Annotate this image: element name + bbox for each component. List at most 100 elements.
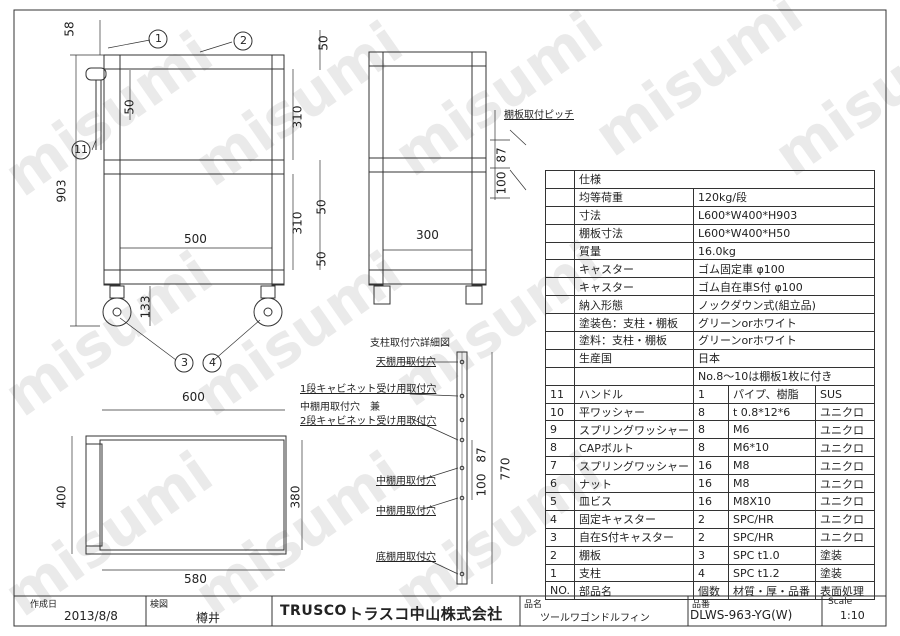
spec-note: No.8～10は棚板1枚に付き <box>693 366 875 386</box>
header-material: 材質・厚・品番 <box>728 581 816 601</box>
spec-label: 納入形態 <box>574 295 694 315</box>
spec-cell-blank <box>545 348 575 368</box>
balloon-11-label: 11 <box>74 143 88 156</box>
spec-value: 120kg/段 <box>693 187 875 207</box>
header-surface: 表面処理 <box>815 581 875 601</box>
side-view <box>368 51 527 305</box>
spec-value: L600*W400*H903 <box>693 205 875 225</box>
label-mid-hole-b: 中棚用取付穴 <box>376 506 436 517</box>
balloon-2-label: 2 <box>240 34 247 47</box>
dim-pitch-100-post: 100 <box>474 473 489 497</box>
dim-pitch-87-side: 87 <box>494 147 509 163</box>
top-view <box>71 409 303 571</box>
part-material: M8 <box>728 474 816 494</box>
table-row: 塗装色：支柱・棚板グリーンorホワイト <box>545 313 875 333</box>
label-post-detail: 支柱取付穴詳細図 <box>370 338 450 349</box>
part-surface: ユニクロ <box>815 492 875 511</box>
spec-cell-blank <box>545 366 575 386</box>
table-row: 塗料：支柱・棚板グリーンorホワイト <box>545 331 875 350</box>
part-qty: 16 <box>693 456 729 476</box>
spec-label: 均等荷重 <box>574 187 694 207</box>
dim-total-height: 903 <box>54 179 69 203</box>
part-surface: ユニクロ <box>815 527 875 547</box>
header-name: 部品名 <box>574 581 694 601</box>
part-name: 棚板 <box>574 545 694 565</box>
part-qty: 8 <box>693 438 729 458</box>
part-material: SPC t1.2 <box>728 563 816 583</box>
dim-post-height: 770 <box>498 457 513 481</box>
spec-value: 日本 <box>693 348 875 368</box>
part-material: M6*10 <box>728 438 816 458</box>
part-qty: 1 <box>693 384 729 404</box>
dim-caster-height: 133 <box>138 295 153 319</box>
spec-label: 生産国 <box>574 348 694 368</box>
part-material: SPC/HR <box>728 527 816 547</box>
part-qty: 16 <box>693 492 729 511</box>
dim-gap-left-top: 50 <box>122 99 137 115</box>
part-qty: 8 <box>693 402 729 422</box>
part-surface: 塗装 <box>815 545 875 565</box>
product-name: ツールワゴンドルフィン <box>540 613 650 624</box>
table-row: 仕様 <box>545 170 875 189</box>
part-no: 3 <box>545 527 575 547</box>
part-material: t 0.8*12*6 <box>728 402 816 422</box>
part-surface: SUS <box>815 384 875 404</box>
table-row: キャスターゴム自在車S付 φ100 <box>545 277 875 297</box>
label-bottom-hole: 底棚用取付穴 <box>376 552 436 563</box>
spec-label: 質量 <box>574 241 694 261</box>
dim-shelf-bottom: 50 <box>314 251 329 267</box>
dim-pitch-87-post: 87 <box>474 447 489 463</box>
part-no: 7 <box>545 456 575 476</box>
spec-value: ゴム自在車S付 φ100 <box>693 277 875 297</box>
company-logo-en: TRUSCO <box>280 603 347 619</box>
product-label: 品名 <box>524 600 543 610</box>
balloon-4 <box>202 353 222 373</box>
part-no: 6 <box>545 474 575 494</box>
part-no: 8 <box>545 438 575 458</box>
post-detail-view <box>400 351 493 585</box>
spec-cell-blank <box>545 295 575 315</box>
label-shelf-pitch: 棚板取付ピッチ <box>504 110 574 121</box>
spec-title: 仕様 <box>574 170 875 189</box>
part-surface: ユニクロ <box>815 420 875 440</box>
spec-cell-blank <box>545 241 575 261</box>
part-qty: 2 <box>693 509 729 529</box>
balloon-1-label: 1 <box>155 32 162 45</box>
balloon-11 <box>71 140 91 160</box>
table-row: No.8～10は棚板1枚に付き <box>545 366 875 386</box>
company-name-jp: トラスコ中山株式会社 <box>348 605 503 623</box>
label-top-shelf-hole: 天棚用取付穴 <box>376 357 436 368</box>
spec-label: 棚板寸法 <box>574 223 694 243</box>
spec-value: 16.0kg <box>693 241 875 261</box>
balloon-3 <box>174 353 194 373</box>
created-date: 2013/8/8 <box>64 609 118 623</box>
scale-label: Scale <box>828 597 853 607</box>
spec-value: ノックダウン式(組立品) <box>693 295 875 315</box>
part-material: SPC t1.0 <box>728 545 816 565</box>
label-cabinet-hole-2: 2段キャビネット受け用取付穴 <box>300 416 437 427</box>
part-no: 4 <box>545 509 575 529</box>
part-material: M8X10 <box>728 492 816 511</box>
label-mid-shelf-note: 中棚用取付穴 兼 <box>300 402 380 413</box>
spec-cell-blank <box>545 259 575 279</box>
part-surface: ユニクロ <box>815 402 875 422</box>
part-no: 10 <box>545 402 575 422</box>
spec-cell-blank <box>545 205 575 225</box>
table-row: 納入形態ノックダウン式(組立品) <box>545 295 875 315</box>
part-qty: 2 <box>693 527 729 547</box>
label-cabinet-hole-1: 1段キャビネット受け用取付穴 <box>300 384 437 395</box>
